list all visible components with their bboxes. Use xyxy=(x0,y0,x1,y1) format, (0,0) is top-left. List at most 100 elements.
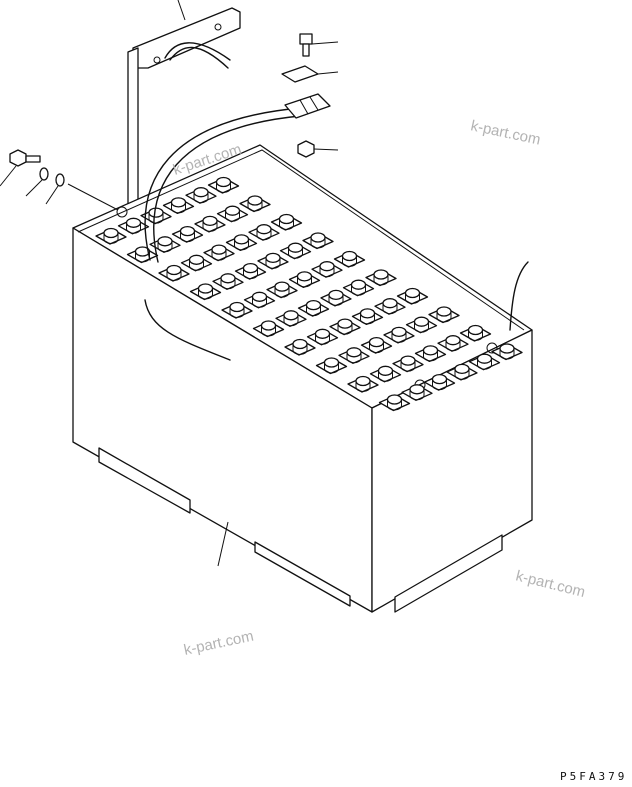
clamp-part xyxy=(281,65,339,83)
cell-terminal-side xyxy=(373,274,389,286)
cell-terminal-side xyxy=(256,229,272,241)
cell-terminal xyxy=(274,281,290,292)
cell-terminal-side xyxy=(405,293,420,304)
cell-terminal-side xyxy=(216,182,231,193)
cell-terminal-side xyxy=(148,212,164,224)
cell-terminal xyxy=(359,308,376,319)
cell-terminal xyxy=(148,207,164,218)
cell-terminal xyxy=(445,335,461,346)
cell-terminal xyxy=(179,225,196,237)
cell-terminal-side xyxy=(337,323,353,335)
cell-terminal-side xyxy=(157,241,173,253)
cell-terminal-side xyxy=(414,321,429,333)
battery-cable xyxy=(144,107,529,361)
cell-terminal-side xyxy=(445,340,461,352)
cell-terminal xyxy=(409,384,425,395)
cell-terminal xyxy=(404,287,421,299)
cell-terminal-side xyxy=(126,222,141,234)
cell-terminal xyxy=(422,345,439,356)
cell-terminal-side xyxy=(310,237,326,249)
cell-terminal xyxy=(103,227,119,239)
cell-terminal xyxy=(350,279,367,290)
cell-terminal-side xyxy=(342,256,357,267)
battery-case xyxy=(72,144,533,613)
cell-terminal xyxy=(386,394,403,405)
cell-terminal xyxy=(413,316,430,327)
cell-terminal-side xyxy=(477,358,492,370)
cell-terminal xyxy=(197,283,214,294)
bolt-left xyxy=(0,149,41,187)
cell-terminal-side xyxy=(202,220,218,232)
cell-terminal-side xyxy=(297,276,312,288)
cell-terminal-side xyxy=(400,360,416,372)
cell-terminal-side xyxy=(288,247,303,259)
mounting-bracket xyxy=(127,0,241,227)
cell-terminal xyxy=(193,187,209,198)
cell-terminal-side xyxy=(252,296,267,308)
bolt-upper xyxy=(299,33,339,57)
cell-terminal-side xyxy=(166,270,182,281)
cell-terminal-side xyxy=(360,313,375,325)
cell-terminal-side xyxy=(315,333,330,345)
cell-terminal xyxy=(166,264,182,276)
watermark-text: k-part.com xyxy=(182,628,255,659)
cell-terminal-side xyxy=(382,303,398,315)
cell-terminal xyxy=(467,324,484,336)
cable-connector xyxy=(284,93,331,119)
cell-terminal xyxy=(382,298,398,309)
cell-terminal xyxy=(229,301,245,313)
watermark-text: k-part.com xyxy=(514,567,587,601)
cell-terminal xyxy=(499,343,515,354)
watermark-text: k-part.com xyxy=(469,117,542,148)
cell-terminal xyxy=(476,353,493,364)
cell-terminal-side xyxy=(180,231,195,243)
cell-terminal xyxy=(341,250,358,262)
cell-terminal-side xyxy=(292,344,308,355)
cell-terminal-side xyxy=(346,352,362,364)
cell-terminal xyxy=(287,242,304,253)
cell-terminal xyxy=(346,347,362,358)
cell-terminal-side xyxy=(234,239,249,251)
cell-terminal xyxy=(314,328,331,339)
cell-terminal-side xyxy=(324,362,339,374)
cell-terminal-side xyxy=(423,350,438,362)
cell-terminal xyxy=(377,365,394,376)
cell-terminal-side xyxy=(391,331,407,343)
cell-terminal xyxy=(157,236,173,247)
cell-terminal xyxy=(265,252,281,264)
cell-terminal xyxy=(283,310,299,321)
cell-terminal xyxy=(391,326,407,338)
cell-terminal-side xyxy=(454,368,470,380)
cell-terminal-side xyxy=(355,381,371,392)
cell-terminal-side xyxy=(225,210,240,222)
cell-terminal xyxy=(337,318,353,329)
cell-terminal-side xyxy=(211,249,227,261)
cell-terminal-side xyxy=(274,286,290,298)
cell-terminal-side xyxy=(387,399,402,411)
cell-terminal xyxy=(242,262,259,274)
cell-terminal xyxy=(431,373,448,385)
leader-hole xyxy=(67,183,119,211)
cell-terminal-side xyxy=(328,294,344,306)
washer-2 xyxy=(45,173,65,205)
cell-terminal xyxy=(305,299,322,311)
cell-terminal xyxy=(188,254,205,265)
cell-terminal-side xyxy=(369,342,384,354)
cell-terminal xyxy=(170,197,187,208)
cell-terminal-side xyxy=(171,202,186,214)
cell-terminal-side xyxy=(436,311,452,323)
cell-terminal xyxy=(251,291,268,302)
cell-terminal-side xyxy=(306,305,321,317)
cell-terminal xyxy=(454,363,470,375)
cell-terminal-side xyxy=(351,284,366,296)
cell-terminal xyxy=(328,289,344,301)
cell-terminal xyxy=(310,232,326,243)
cell-terminal xyxy=(202,215,218,227)
drawing-code: P5FA379 xyxy=(560,770,627,783)
leader-case xyxy=(217,521,229,567)
cell-terminal-side xyxy=(261,325,276,337)
cell-terminal-side xyxy=(229,307,245,318)
cell-terminal-side xyxy=(247,200,263,212)
cell-terminal xyxy=(319,261,335,272)
